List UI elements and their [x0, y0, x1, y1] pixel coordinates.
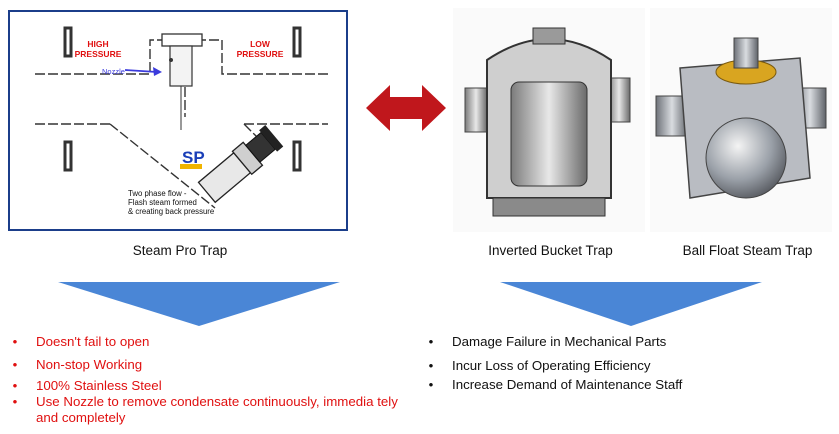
- ball-float-trap-image: [650, 8, 832, 232]
- inverted-bucket-trap-image: [453, 8, 645, 232]
- left-down-chevron-icon: [58, 282, 340, 326]
- inverted-bucket-trap-caption: Inverted Bucket Trap: [488, 243, 613, 258]
- list-item: •Use Nozzle to remove condensate continu…: [12, 394, 398, 425]
- low-pressure-label-line1: LOW: [250, 39, 271, 49]
- ball-float-trap-caption: Ball Float Steam Trap: [682, 243, 813, 258]
- conventional-trap-drawbacks-list: •Damage Failure in Mechanical Parts •Inc…: [424, 334, 834, 393]
- low-pressure-label-line2: PRESSURE: [237, 49, 284, 59]
- list-item: •Increase Demand of Maintenance Staff: [428, 377, 683, 392]
- list-item: •Incur Loss of Operating Efficiency: [428, 358, 651, 373]
- high-pressure-label-line1: HIGH: [87, 39, 108, 49]
- flow-note-line3: & creating back pressure: [128, 207, 214, 216]
- steam-pro-trap-diagram: HIGH PRESSURE LOW PRESSURE Nozzle SP Two…: [8, 10, 348, 231]
- double-headed-arrow-icon: [366, 85, 446, 131]
- steam-pro-advantages-list: •Doesn't fail to open •Non-stop Working …: [8, 334, 418, 426]
- steam-pro-trap-caption: Steam Pro Trap: [132, 243, 228, 258]
- right-down-chevron-icon: [500, 282, 762, 326]
- flow-note-line1: Two phase flow -: [128, 189, 187, 198]
- list-item: •Doesn't fail to open: [12, 334, 150, 349]
- sp-logo-mark: SP: [182, 148, 205, 167]
- trap-cross-section-drawing: HIGH PRESSURE LOW PRESSURE Nozzle SP Two…: [35, 26, 328, 216]
- high-pressure-label-line2: PRESSURE: [75, 49, 122, 59]
- nozzle-label: Nozzle: [102, 67, 125, 76]
- list-item: •100% Stainless Steel: [12, 378, 162, 393]
- list-item: •Damage Failure in Mechanical Parts: [428, 334, 667, 349]
- flow-note-line2: Flash steam formed: [128, 198, 197, 207]
- list-item: •Non-stop Working: [12, 357, 143, 372]
